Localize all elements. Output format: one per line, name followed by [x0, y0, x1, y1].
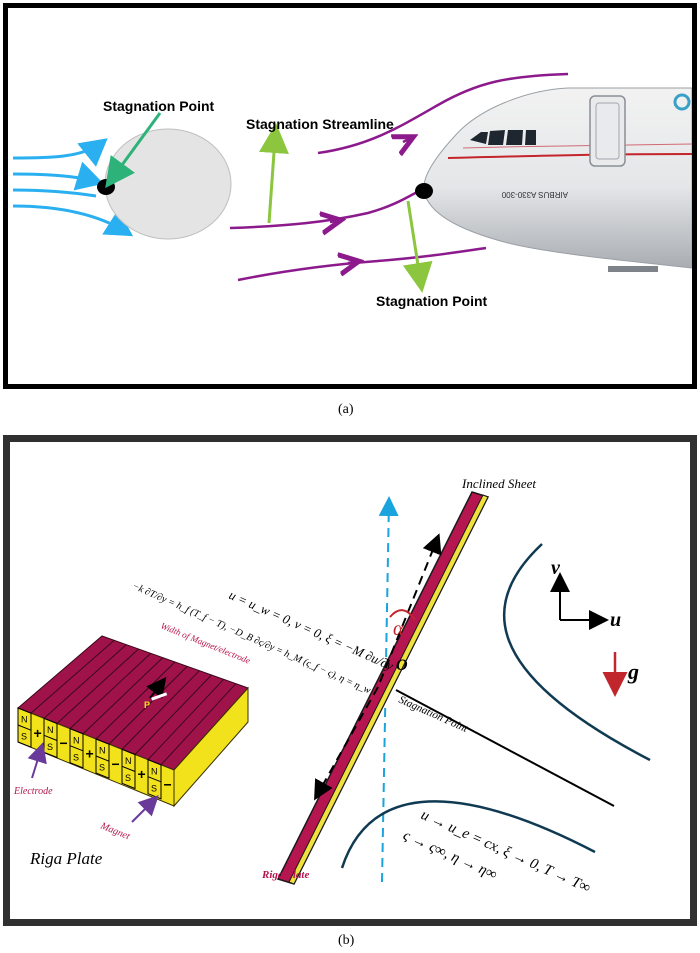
- panel-a-stagnation-examples: AIRBUS A330-300 Stagnation Point Stagnat…: [3, 3, 697, 389]
- stripe-divider: [134, 674, 212, 755]
- streamlines: [229, 72, 569, 282]
- stripe-divider: [30, 639, 115, 714]
- riga-plate-tag: Riga Plate: [261, 869, 309, 881]
- stripe-divider: [95, 661, 176, 740]
- stripe-divider: [69, 652, 152, 730]
- width-indicator-arrow: [146, 676, 167, 699]
- sheet-direction-arrow-down: [314, 686, 379, 801]
- electrode-sign: −: [60, 735, 68, 751]
- electrode-pointer-arrow: [27, 742, 47, 779]
- stripe-divider: [43, 644, 127, 719]
- riga-plate-block: NS+NS−NS+NS−NS+NS−: [17, 635, 249, 808]
- magnet-cell: [69, 727, 84, 769]
- magnet-cell: [147, 758, 162, 800]
- stagnation-streamline-label: Stagnation Streamline: [246, 116, 394, 132]
- magnet-pole-south: S: [21, 732, 27, 742]
- magnet-pole-south: S: [47, 742, 53, 752]
- magnet-pole-north: N: [151, 766, 158, 776]
- coordinate-axes: [550, 572, 609, 630]
- panel-b-drawing: α O Stagnation Point v u g Inclined Shee…: [13, 476, 651, 896]
- magnet-pole-north: N: [21, 715, 28, 725]
- streamline-pointer-arrow: [258, 123, 289, 224]
- electrode-sign: +: [34, 725, 42, 741]
- top-face-stripes: [30, 639, 237, 766]
- pointer-arrow-right: [402, 200, 433, 293]
- gravity-label: g: [627, 659, 639, 684]
- magnet-cell: [43, 717, 58, 759]
- stagnation-point-label-right: Stagnation Point: [376, 293, 488, 309]
- magnet-pole-south: S: [151, 783, 157, 793]
- p-label: P: [144, 700, 150, 710]
- magnet-pointer-arrow: [131, 795, 159, 823]
- pointer-arrow-left: [105, 112, 162, 189]
- riga-plate-title: Riga Plate: [29, 849, 103, 868]
- sheet-direction-arrow-up: [379, 533, 442, 683]
- electrode-sign: +: [86, 745, 94, 761]
- magnet-pole-divider: [95, 755, 110, 762]
- caption-b: (b): [338, 933, 355, 948]
- airplane-nose-illustration: [415, 87, 692, 272]
- magnet-pole-north: N: [125, 756, 132, 766]
- magnet-pole-north: N: [73, 735, 80, 745]
- stagnation-line: [395, 689, 615, 807]
- u-axis-label: u: [610, 609, 621, 631]
- angle-arc: [389, 609, 416, 621]
- caption-a: (a): [338, 402, 354, 417]
- front-face-cells: NS+NS−NS+NS−NS+NS−: [17, 707, 172, 800]
- inclined-sheet-label: Inclined Sheet: [461, 476, 536, 491]
- magnet-cell: [121, 748, 136, 790]
- magnet-pole-north: N: [99, 746, 106, 756]
- electrode-sign: −: [112, 756, 120, 772]
- incoming-flow-arrows: [12, 138, 134, 237]
- stripe-divider: [147, 678, 225, 761]
- magnet-label: Magnet: [98, 820, 132, 842]
- magnet-pole-south: S: [73, 752, 79, 762]
- panel-a-drawing: AIRBUS A330-300 Stagnation Point Stagnat…: [12, 72, 692, 309]
- magnet-pole-north: N: [47, 725, 54, 735]
- far-field-conditions: u → u_e = cx, ξ → 0, T → T∞ ς → ς∞, η → …: [400, 807, 592, 896]
- magnet-pole-south: S: [99, 763, 105, 773]
- electrode-sign: −: [164, 776, 172, 792]
- stagnation-point-dot-left: [97, 179, 115, 195]
- magnet-pole-divider: [17, 724, 32, 731]
- origin-label: O: [396, 657, 408, 674]
- panel-b-riga-plate-geometry: α O Stagnation Point v u g Inclined Shee…: [3, 435, 697, 926]
- vertical-reference-dashed-arrow: [378, 496, 399, 883]
- magnet-cell: [95, 738, 110, 779]
- stagnation-point-label: Stagnation Point: [397, 694, 471, 736]
- v-axis-label: v: [551, 557, 561, 579]
- upper-streamline-curve: [502, 543, 651, 762]
- magnet-pole-divider: [121, 765, 136, 772]
- magnet-pole-divider: [43, 734, 58, 741]
- plane-fuselage-text: AIRBUS A330-300: [501, 190, 568, 199]
- angle-alpha-label: α: [393, 618, 404, 640]
- stripe-divider: [121, 670, 200, 750]
- magnet-pole-south: S: [125, 773, 131, 783]
- electrode-label: Electrode: [13, 786, 53, 797]
- stripe-divider: [56, 648, 139, 724]
- electrode-sign: +: [138, 766, 146, 782]
- stagnation-point-label-left: Stagnation Point: [103, 98, 215, 114]
- blunt-body-ellipse: [104, 128, 232, 240]
- stripe-divider: [160, 683, 237, 766]
- stripe-divider: [82, 657, 164, 735]
- stripe-divider: [108, 665, 188, 745]
- lower-streamline-curve: [340, 800, 596, 869]
- stagnation-point-dot-right: [415, 183, 433, 199]
- magnet-pole-divider: [147, 776, 162, 783]
- p-marker-bar: [151, 692, 168, 701]
- magnet-pole-divider: [69, 745, 84, 752]
